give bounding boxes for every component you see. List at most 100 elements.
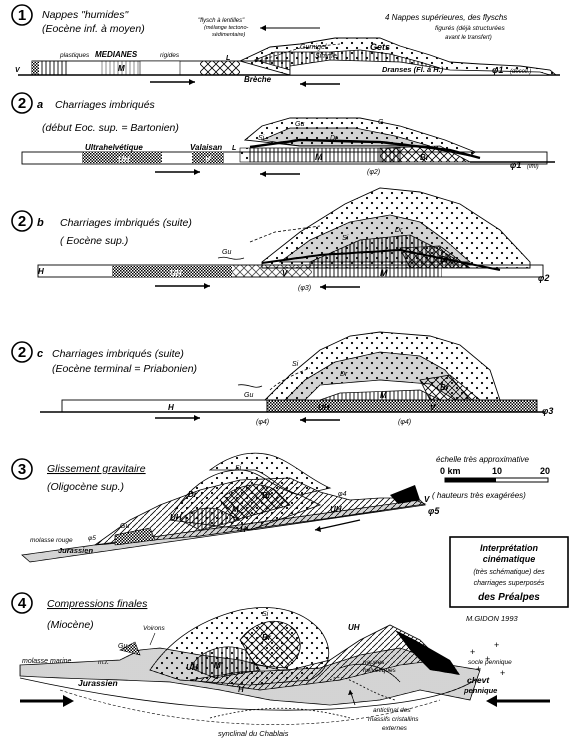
- label-phi2-2a: (φ2): [367, 169, 380, 176]
- legend-line-2: cinématique: [483, 554, 536, 564]
- label-medianes: MEDIANES: [95, 50, 138, 59]
- stage-2b-subtitle: ( Eocène sup.): [60, 235, 128, 247]
- stage-4-number: 4: [18, 595, 27, 612]
- legend-line-5: des Préalpes: [478, 592, 540, 603]
- svg-text:+: +: [500, 668, 505, 678]
- stage-1-subtitle: (Eocène inf. à moyen): [42, 23, 145, 35]
- label-m-2a: M: [315, 152, 323, 162]
- label-socle-pennique: socle pennique: [468, 659, 512, 666]
- label-gu-2b: Gu: [222, 249, 231, 256]
- label-nappes-superieures-3: avant le transfert): [445, 35, 492, 41]
- arrow-stage3-slide: [314, 519, 361, 531]
- svg-text:+: +: [476, 664, 481, 674]
- stage-1: 1 Nappes "humides" (Eocène inf. à moyen)…: [11, 4, 560, 87]
- label-si-2a: Si: [258, 135, 265, 142]
- label-m-4: M: [214, 661, 221, 670]
- label-m-2b: M: [380, 268, 388, 278]
- label-m-2c: M: [380, 391, 387, 400]
- label-si-3: Si: [235, 465, 242, 472]
- label-h-3: H: [240, 525, 246, 534]
- label-molasse-rouge: molasse rouge: [30, 537, 73, 544]
- label-chevauchement: chevt: [467, 675, 490, 685]
- label-h-2b: H: [38, 267, 44, 276]
- stage-2a: 2 a Charriages imbriqués (début Eoc. sup…: [11, 92, 555, 177]
- label-nappes-helvetiques-2: helvétiques: [363, 667, 397, 674]
- label-voirons: Voirons: [143, 625, 166, 632]
- stage-2a-subtitle: (début Eoc. sup. = Bartonien): [42, 122, 179, 134]
- label-valaisan: Valaisan: [190, 143, 222, 152]
- label-anticlinal-3: externes: [382, 725, 408, 732]
- label-br-2a: Br: [420, 153, 430, 162]
- label-plastiques: plastiques: [59, 52, 90, 59]
- label-phi1: φ1: [492, 65, 503, 75]
- label-h-2c: H: [168, 403, 174, 412]
- label-ultrahelvetique: Ultrahelvétique: [85, 143, 143, 152]
- label-v-1: V: [15, 67, 21, 74]
- label-gu-3: Gu: [120, 523, 129, 530]
- label-breche: Brèche: [244, 75, 272, 84]
- label-m-3: M: [232, 505, 239, 514]
- label-m-1: M: [118, 64, 125, 73]
- stage-3-number: 3: [18, 461, 26, 478]
- label-molasse-marine: molasse marine: [22, 658, 72, 665]
- label-br-2c: Br: [440, 383, 450, 392]
- label-l-2a: L: [232, 145, 236, 152]
- legend-line-3: (très schématique) des: [473, 569, 545, 576]
- label-synclinal-chablais: synclinal du Chablais: [218, 729, 289, 738]
- label-br-2b: Br: [440, 255, 450, 264]
- label-anticlinal-2: massifs cristallins: [368, 716, 419, 723]
- label-phi4-2c-a: (φ4): [256, 419, 269, 426]
- label-phi3-2b: (φ3): [298, 285, 311, 292]
- label-uh-2a: UH: [118, 155, 130, 164]
- label-flysch-lentilles-3: sédimentaire): [212, 32, 245, 38]
- label-si-2b: Si: [342, 235, 349, 242]
- label-v-2c: V: [430, 403, 436, 412]
- stage-3-subtitle: (Oligocène sup.): [47, 481, 124, 493]
- label-dr-2a: Dr: [330, 135, 338, 142]
- socle-crosses: +++ ++: [470, 640, 505, 678]
- stage-4-title: Compressions finales: [47, 598, 148, 610]
- stage-1-title: Nappes "humides": [42, 9, 130, 21]
- svg-text:+: +: [470, 647, 475, 657]
- stage-2c-number: 2: [18, 344, 26, 361]
- scale-caption: échelle très approximative: [436, 455, 529, 464]
- label-gu-2a: Gu: [295, 121, 304, 128]
- label-phi5-3: φ5: [428, 506, 440, 516]
- label-mr-4: m.r.: [98, 659, 109, 666]
- label-phi3-2c: φ3: [542, 406, 553, 416]
- label-phi4-3: φ4: [338, 491, 347, 498]
- label-flysch-lentilles: "flysch à lentilles": [198, 18, 245, 24]
- stage-2b: 2 b Charriages imbriqués (suite) ( Eocèn…: [11, 187, 549, 292]
- label-phi1-2a: φ1: [510, 160, 521, 170]
- label-uh-3-a: UH: [170, 513, 182, 522]
- label-phi1-note: (décoll.): [510, 69, 531, 75]
- label-pennique: pennique: [463, 686, 497, 695]
- label-nappes-helvetiques: nappes: [363, 659, 385, 666]
- label-gets: Gets: [370, 42, 390, 52]
- svg-text:+: +: [485, 654, 490, 664]
- label-phi2-2b: φ2: [538, 273, 549, 283]
- svg-text:+: +: [494, 640, 499, 650]
- label-dr-3: Dr: [188, 490, 198, 499]
- label-anticlinal: anticlinal des: [373, 707, 411, 714]
- label-nappes-superieures: 4 Nappes supérieures, des flyschs: [385, 13, 507, 22]
- label-si-4: Si: [262, 611, 269, 618]
- label-nappes-superieures-2: figurés (déjà structurées: [435, 25, 505, 32]
- label-g-2a: G: [378, 119, 384, 126]
- stage-2c: 2 c Charriages imbriqués (suite) (Eocène…: [11, 331, 553, 426]
- stage-2b-letter: b: [37, 217, 44, 229]
- label-gurnigel: Gurnigel: [300, 44, 327, 51]
- label-br-3: Br: [262, 491, 272, 500]
- stage-2a-title: Charriages imbriqués: [55, 99, 156, 111]
- stage-2b-number: 2: [18, 213, 26, 230]
- label-l-1: L: [226, 55, 230, 62]
- stage-2c-title: Charriages imbriqués (suite): [52, 348, 184, 360]
- label-phi5-3-left: φ5: [88, 535, 96, 542]
- label-dr-2c: Dr: [340, 371, 348, 378]
- label-flysch-lentilles-2: (mélange tectono-: [204, 25, 248, 31]
- label-dr-2b: Dr: [395, 227, 403, 234]
- stage-4: 4 Compressions finales (Miocène) +++ ++ …: [11, 592, 550, 738]
- label-uh-2b: UH: [170, 269, 182, 278]
- label-jurassien-3: Jurassien: [58, 546, 93, 555]
- stage-2c-subtitle: (Eocène terminal = Priabonien): [52, 363, 197, 375]
